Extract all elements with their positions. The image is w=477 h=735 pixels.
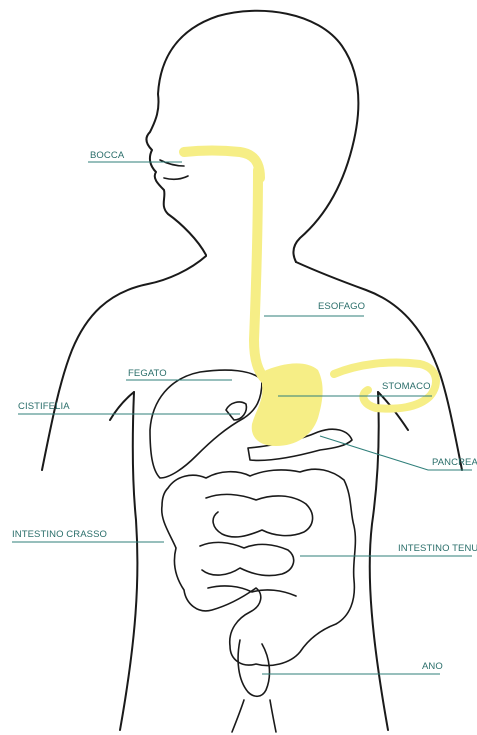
- small-intestine-coils: [200, 494, 313, 596]
- label-intestino-tenue: INTESTINO TENU: [398, 543, 477, 554]
- head-outline: [146, 11, 358, 262]
- label-intestino-crasso: INTESTINO CRASSO: [12, 529, 107, 540]
- leg-split-left: [232, 700, 244, 732]
- mouth-lower: [164, 176, 188, 179]
- label-esofago: ESOFAGO: [318, 301, 365, 312]
- label-fegato: FEGATO: [128, 368, 167, 379]
- label-stomaco: STOMACO: [382, 381, 431, 392]
- left-shoulder: [42, 256, 206, 470]
- left-inner-arm: [110, 392, 134, 420]
- organs: [150, 370, 355, 696]
- label-pancreas: PANCREA: [432, 457, 477, 468]
- left-torso-side: [120, 392, 137, 730]
- right-torso-side: [370, 392, 388, 730]
- mouth-upper: [160, 160, 184, 166]
- label-cistifelia: CISTIFELIA: [18, 401, 70, 412]
- rectum-shape: [238, 640, 269, 696]
- liver-shape: [150, 370, 262, 478]
- digestive-tract-highlight: [184, 151, 436, 447]
- leg-split-right: [270, 700, 276, 732]
- gallbladder-shape: [226, 402, 246, 420]
- label-ano: ANO: [422, 661, 443, 672]
- mouth-highlight: [184, 151, 260, 179]
- label-bocca: BOCCA: [90, 150, 125, 161]
- esophagus-highlight: [254, 170, 266, 380]
- body-outline: [42, 11, 462, 732]
